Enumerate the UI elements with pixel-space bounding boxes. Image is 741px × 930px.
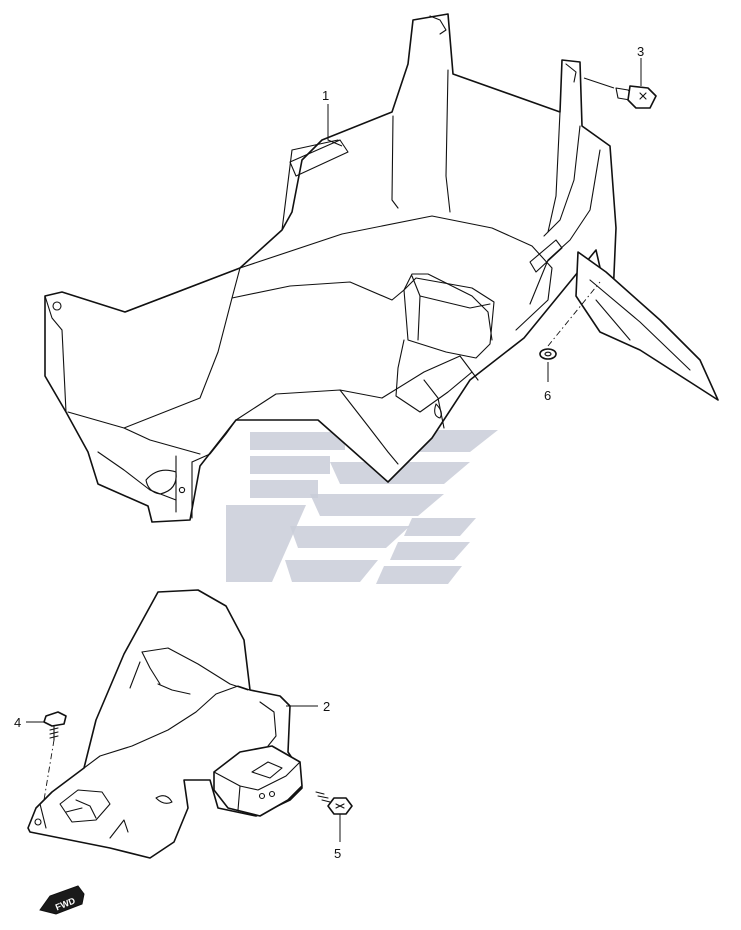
screw-5 — [315, 791, 353, 815]
leader-lines — [26, 58, 642, 842]
bolt-3 — [615, 85, 657, 109]
callout-4: 4 — [14, 715, 21, 730]
callout-labels: 1 2 3 4 5 6 — [14, 44, 644, 861]
front-splash-guard — [27, 589, 303, 859]
callout-3: 3 — [637, 44, 644, 59]
washer-6 — [539, 348, 557, 360]
watermark-logo — [226, 430, 498, 584]
bolt-4 — [43, 711, 67, 741]
callout-2: 2 — [323, 699, 330, 714]
fwd-direction-badge: FWD — [39, 885, 85, 915]
rear-fender-inner — [44, 13, 719, 523]
callout-5: 5 — [334, 846, 341, 861]
callout-1: 1 — [322, 88, 329, 103]
callout-6: 6 — [544, 388, 551, 403]
